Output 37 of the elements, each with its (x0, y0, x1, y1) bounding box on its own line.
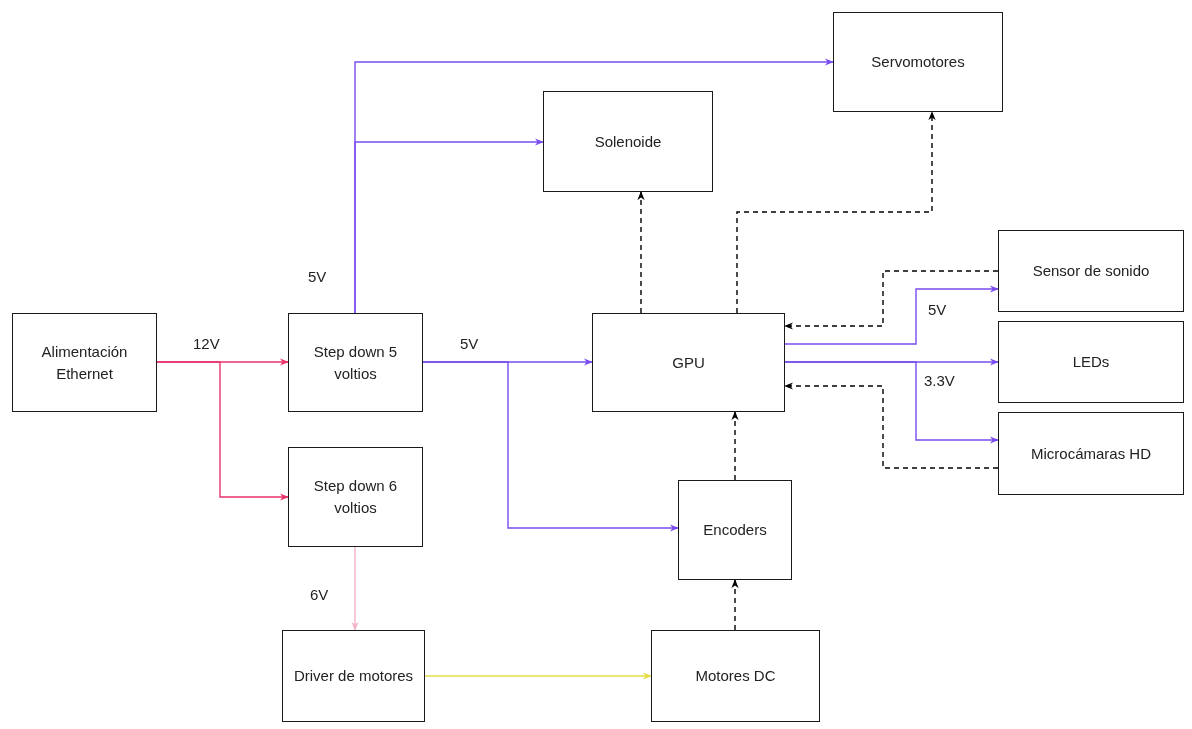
node-label: Sensor de sonido (1032, 261, 1150, 282)
arrow (731, 579, 739, 631)
arrow (784, 361, 999, 444)
node-label: Microcámaras HD (1031, 443, 1151, 464)
arrow (731, 411, 739, 481)
process-box (998, 321, 1184, 403)
arrow (736, 111, 936, 314)
arrow (351, 546, 359, 631)
arrow (637, 191, 645, 314)
node-label: Motores DC (695, 666, 776, 687)
process-box (833, 12, 1003, 112)
process-box (651, 630, 820, 722)
node-label: LEDs (1072, 352, 1110, 373)
node-label: Encoders (703, 520, 767, 541)
process-box (543, 91, 713, 192)
process-box (998, 230, 1184, 312)
arrow (784, 270, 999, 330)
process-box (678, 480, 792, 580)
arrow (424, 672, 652, 680)
node-label: Driver de motores (293, 666, 414, 687)
arrow (422, 361, 679, 532)
arrow (784, 285, 999, 345)
process-box (288, 447, 423, 547)
process-box (282, 630, 425, 722)
node-label: Step down 5 voltios (312, 341, 399, 384)
node-label: Solenoide (594, 131, 662, 152)
node-label: Servomotores (871, 52, 965, 73)
arrow (156, 361, 289, 501)
process-box (998, 412, 1184, 495)
arrow (784, 382, 999, 469)
process-box (288, 313, 423, 412)
node-label: Alimentación Ethernet (40, 341, 129, 384)
node-label: GPU (672, 352, 705, 373)
process-box (592, 313, 785, 412)
process-box (12, 313, 157, 412)
arrow (354, 138, 544, 314)
node-label: Step down 6 voltios (312, 476, 399, 518)
